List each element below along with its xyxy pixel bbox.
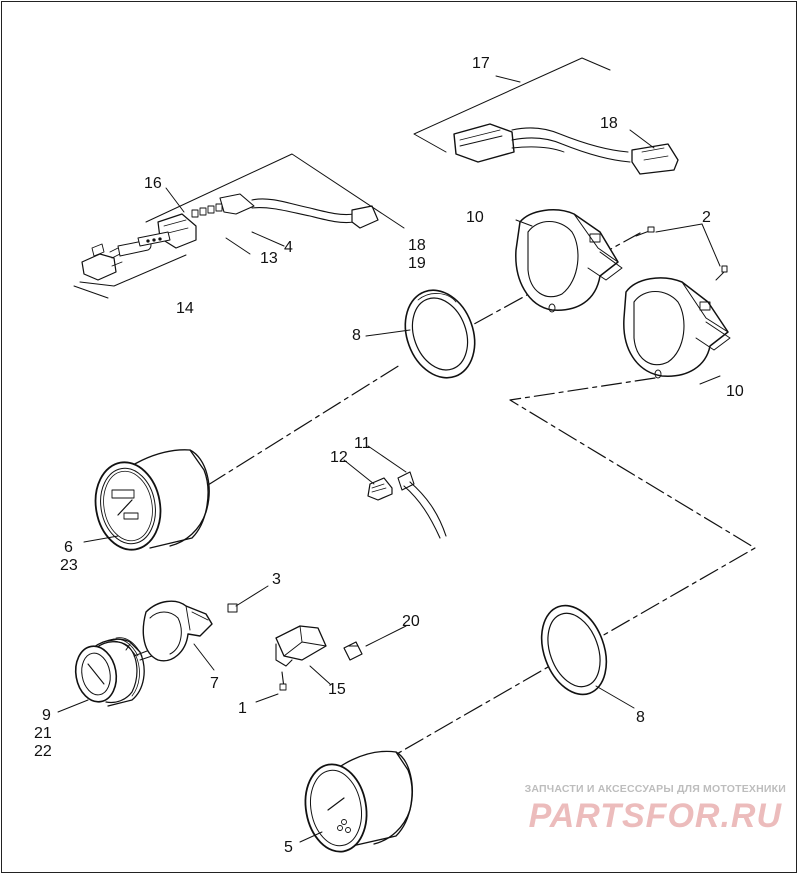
gauge-auxiliary: [304, 750, 413, 853]
callout-10-lower: 10: [726, 383, 744, 400]
callout-bracket-16-14: [73, 153, 405, 299]
callout-14: 14: [176, 300, 194, 317]
wire-harness-upper: [453, 123, 679, 175]
gauge-speedometer: [94, 449, 210, 551]
connector-clip: [343, 641, 363, 661]
screws: [635, 226, 728, 281]
callout-1: 1: [238, 700, 247, 717]
callout-bracket-17: [413, 57, 611, 153]
gauge-cup-lower: [623, 277, 731, 379]
callout-6: 6: [64, 539, 73, 556]
callout-17: 17: [472, 55, 490, 72]
wire-harness-lower: [73, 153, 405, 299]
sensor-assembly: [367, 471, 447, 539]
callout-18-lower: 18: [408, 237, 426, 254]
bezel-ring-lower: [540, 604, 608, 696]
tach-mount-cup: [142, 600, 238, 662]
callout-22: 22: [34, 743, 52, 760]
callout-20: 20: [402, 613, 420, 630]
gauge-tachometer: [74, 637, 161, 707]
callout-13: 13: [260, 250, 278, 267]
electronic-module: [275, 625, 327, 691]
callout-23: 23: [60, 557, 78, 574]
callout-18-upper: 18: [600, 115, 618, 132]
bezel-ring-upper: [404, 289, 476, 379]
callout-8-lower: 8: [636, 709, 645, 726]
watermark-tagline: ЗАПЧАСТИ И АКСЕССУАРЫ ДЛЯ МОТОТЕХНИКИ: [524, 783, 786, 795]
callout-15: 15: [328, 681, 346, 698]
callout-10-upper: 10: [466, 209, 484, 226]
callout-labels: 17 18 16 10 2 18 4 13 19 14 8 10 11 12 6…: [34, 55, 744, 856]
callout-11: 11: [354, 435, 371, 452]
callout-8-upper: 8: [352, 327, 361, 344]
watermark-logo: PARTSFOR.RU: [528, 797, 782, 835]
callout-4: 4: [284, 239, 293, 256]
callout-19: 19: [408, 255, 426, 272]
callout-2: 2: [702, 209, 711, 226]
callout-7: 7: [210, 675, 219, 692]
callout-9: 9: [42, 707, 51, 724]
callout-12: 12: [330, 449, 348, 466]
callout-5: 5: [284, 839, 293, 856]
callout-3: 3: [272, 571, 281, 588]
gauge-cup-upper: [515, 209, 623, 313]
callout-16: 16: [144, 175, 162, 192]
callout-21: 21: [34, 725, 52, 742]
leader-lines: [57, 75, 721, 843]
